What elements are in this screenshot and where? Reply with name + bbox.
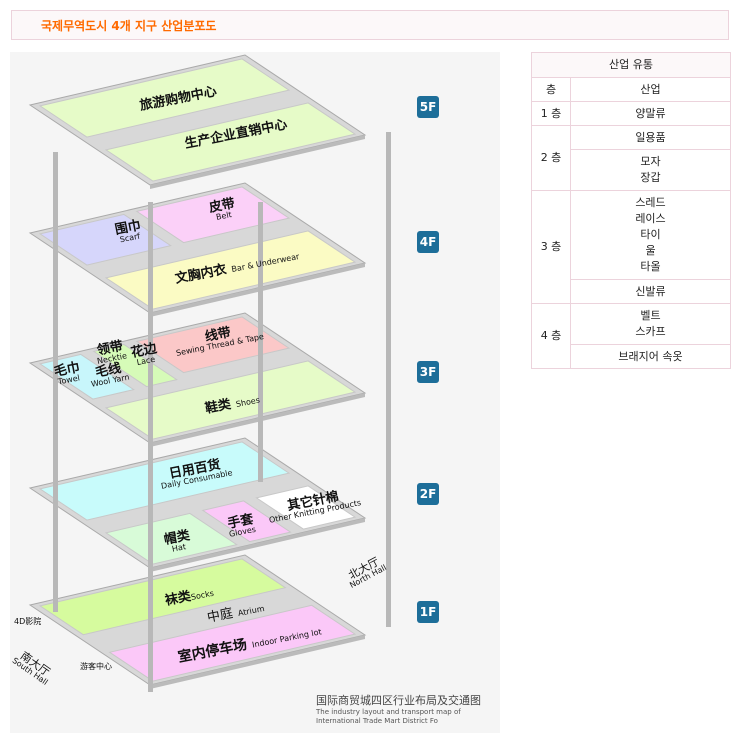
floor-zone	[92, 343, 178, 388]
floor-zone	[38, 58, 291, 138]
floor-cell: 2 층	[531, 125, 571, 191]
floor-cell: 4 층	[531, 303, 571, 369]
industry-cell: 스레드 레이스 타이 울 타올	[570, 190, 731, 280]
support-pillar	[148, 202, 153, 692]
support-pillar	[386, 132, 391, 627]
floor-zone	[38, 441, 291, 521]
floor-plates	[28, 54, 391, 692]
floor-badge-5f: 5F	[417, 96, 439, 118]
floor-zone	[38, 558, 287, 636]
floor-zone	[104, 230, 357, 310]
page-title: 국제무역도시 4개 지구 산업분포도	[41, 19, 217, 33]
floor-zone	[135, 316, 291, 374]
table-title: 산업 유통	[531, 52, 731, 78]
floor-zone	[201, 500, 292, 543]
floor-zone	[135, 186, 291, 244]
industry-cell: 일용품	[570, 125, 731, 150]
floor-zone	[38, 213, 172, 266]
table-row: 모자 장갑	[532, 149, 731, 191]
diagram-caption-en: The industry layout and transport map of…	[316, 708, 461, 725]
floor-cell: 1 층	[531, 101, 571, 126]
industry-cell: 벨트 스카프	[570, 303, 731, 345]
floor-edge	[150, 518, 365, 572]
industry-cell: 신발류	[570, 279, 731, 304]
table-header-industry: 산업	[570, 77, 731, 102]
floor-badge-2f: 2F	[417, 483, 439, 505]
industry-cell: 브래지어 속옷	[570, 344, 731, 369]
floor-zone	[104, 360, 357, 440]
floor-badge-3f: 3F	[417, 361, 439, 383]
table-header-floor: 층	[531, 77, 571, 102]
floor-zone	[104, 512, 238, 565]
diagram-caption: 国际商贸城四区行业布局及交通图	[316, 694, 481, 707]
floor-badge-4f: 4F	[417, 231, 439, 253]
floor-edge	[150, 393, 365, 447]
floor-badge-1f: 1F	[417, 601, 439, 623]
table-row: 브래지어 속옷	[532, 344, 731, 369]
support-pillar	[258, 202, 263, 482]
floor-zone	[255, 485, 357, 530]
support-pillar	[53, 152, 58, 612]
industry-cell: 양말류	[570, 101, 731, 126]
callout-4d-cinema: 4D影院	[14, 617, 42, 626]
page-title-bar: 국제무역도시 4개 지구 산업분포도	[11, 10, 729, 40]
floor-zone	[38, 353, 135, 400]
floor-edge	[150, 263, 365, 317]
floor-cell: 3 층	[531, 190, 571, 304]
callout-visitor-center: 游客中心	[80, 662, 112, 671]
floor-zone	[104, 102, 357, 182]
industry-cell: 모자 장갑	[570, 149, 731, 191]
floor-edge	[150, 635, 365, 689]
floor-zone	[108, 604, 357, 682]
floor-edge	[150, 135, 365, 189]
